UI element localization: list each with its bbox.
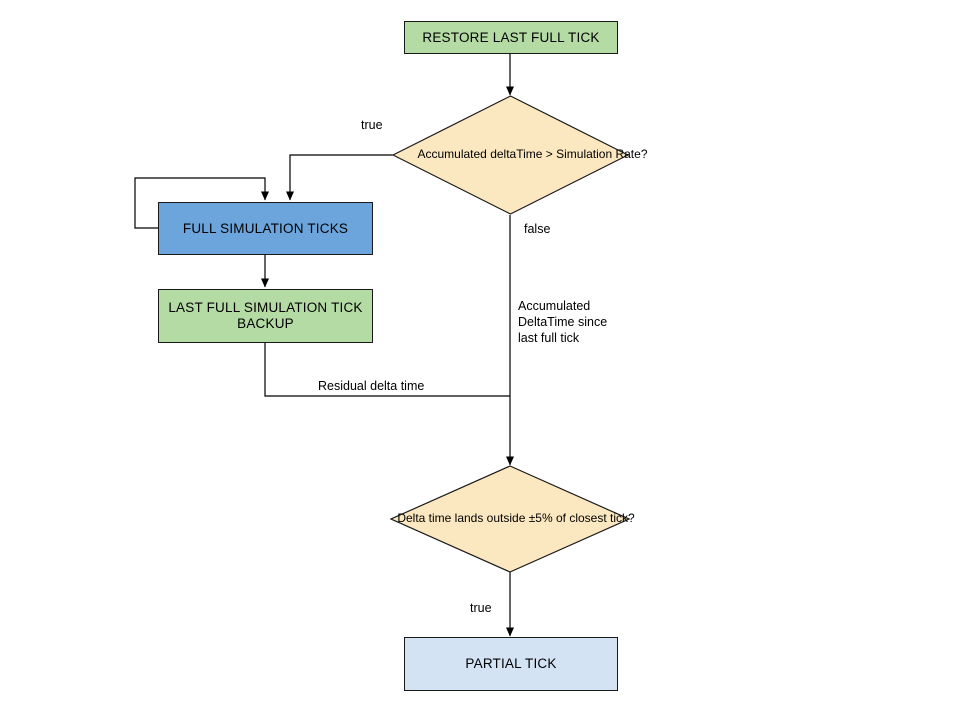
- edge-full-simulation-ticks-self-loop: [134, 177, 269, 229]
- node-label: FULL SIMULATION TICKS: [182, 220, 349, 236]
- diamond-shape: [390, 465, 630, 573]
- node-label: LAST FULL SIMULATION TICK BACKUP: [168, 300, 363, 331]
- node-accumulated-deltatime-check[interactable]: Accumulated deltaTime > Simulation Rate?: [392, 95, 648, 215]
- node-partial-tick[interactable]: PARTIAL TICK: [404, 637, 618, 691]
- edge-backup-residual-delta: [264, 343, 510, 397]
- edge-accumulated-check-true: [286, 154, 393, 201]
- node-restore-last-full-tick[interactable]: RESTORE LAST FULL TICK: [404, 21, 618, 54]
- edge-label-true-lower: true: [470, 601, 492, 615]
- edge-label-residual-delta-time: Residual delta time: [318, 379, 425, 393]
- node-label: PARTIAL TICK: [465, 656, 557, 671]
- edge-label-accumulated-deltatime-since-last-full-tick: Accumulated DeltaTime since last full ti…: [518, 299, 608, 345]
- diamond-shape: [392, 95, 629, 215]
- edge-label-false-upper: false: [524, 222, 551, 236]
- node-label: RESTORE LAST FULL TICK: [422, 29, 600, 45]
- node-full-simulation-ticks[interactable]: FULL SIMULATION TICKS: [158, 202, 373, 255]
- node-last-full-simulation-tick-backup[interactable]: LAST FULL SIMULATION TICK BACKUP: [158, 289, 373, 343]
- edge-label-true-upper: true: [361, 118, 383, 132]
- node-delta-time-outside-check[interactable]: Delta time lands outside ±5% of closest …: [390, 465, 635, 573]
